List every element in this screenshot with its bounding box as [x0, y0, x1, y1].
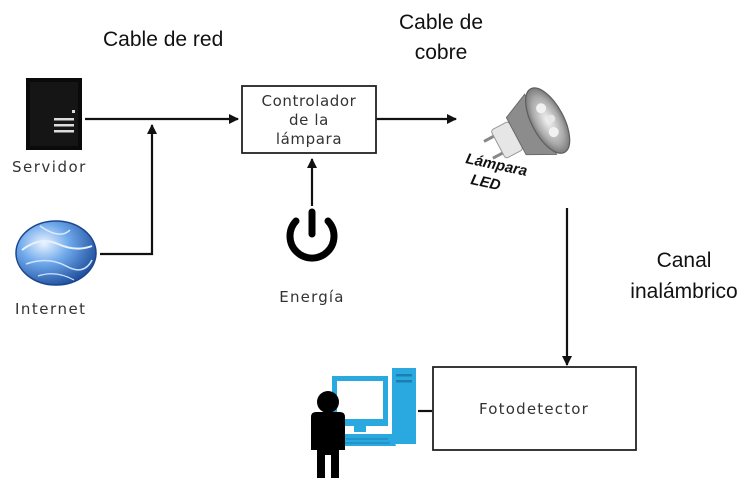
- lampara-label-line2: LED: [469, 171, 502, 194]
- cable-cobre-label-line2: cobre: [415, 41, 468, 64]
- controller-label-line2: de la: [289, 111, 329, 129]
- cable-cobre-label-line1: Cable de: [399, 11, 483, 34]
- computer-icon: [332, 368, 416, 446]
- canal-label-line1: Canal: [657, 249, 712, 272]
- cable-red-label: Cable de red: [103, 28, 223, 51]
- energia-label: Energía: [279, 288, 344, 306]
- power-icon: [286, 208, 338, 262]
- server-icon: [26, 78, 82, 150]
- photodetector-box: Fotodetector: [432, 366, 637, 451]
- canal-label-line2: inalámbrico: [630, 280, 737, 303]
- globe-icon: [15, 220, 97, 286]
- led-lamp-icon: [483, 87, 571, 160]
- controller-label-line3: lámpara: [276, 130, 342, 148]
- connectors: [85, 114, 572, 413]
- internet-label: Internet: [15, 300, 87, 318]
- controller-box: Controlador de la lámpara: [241, 85, 377, 154]
- controller-label-line1: Controlador: [262, 92, 357, 110]
- internet-to-bus-line: [100, 124, 157, 256]
- server-label: Servidor: [12, 158, 87, 176]
- user-icon: [311, 391, 345, 478]
- photodetector-label: Fotodetector: [479, 400, 589, 418]
